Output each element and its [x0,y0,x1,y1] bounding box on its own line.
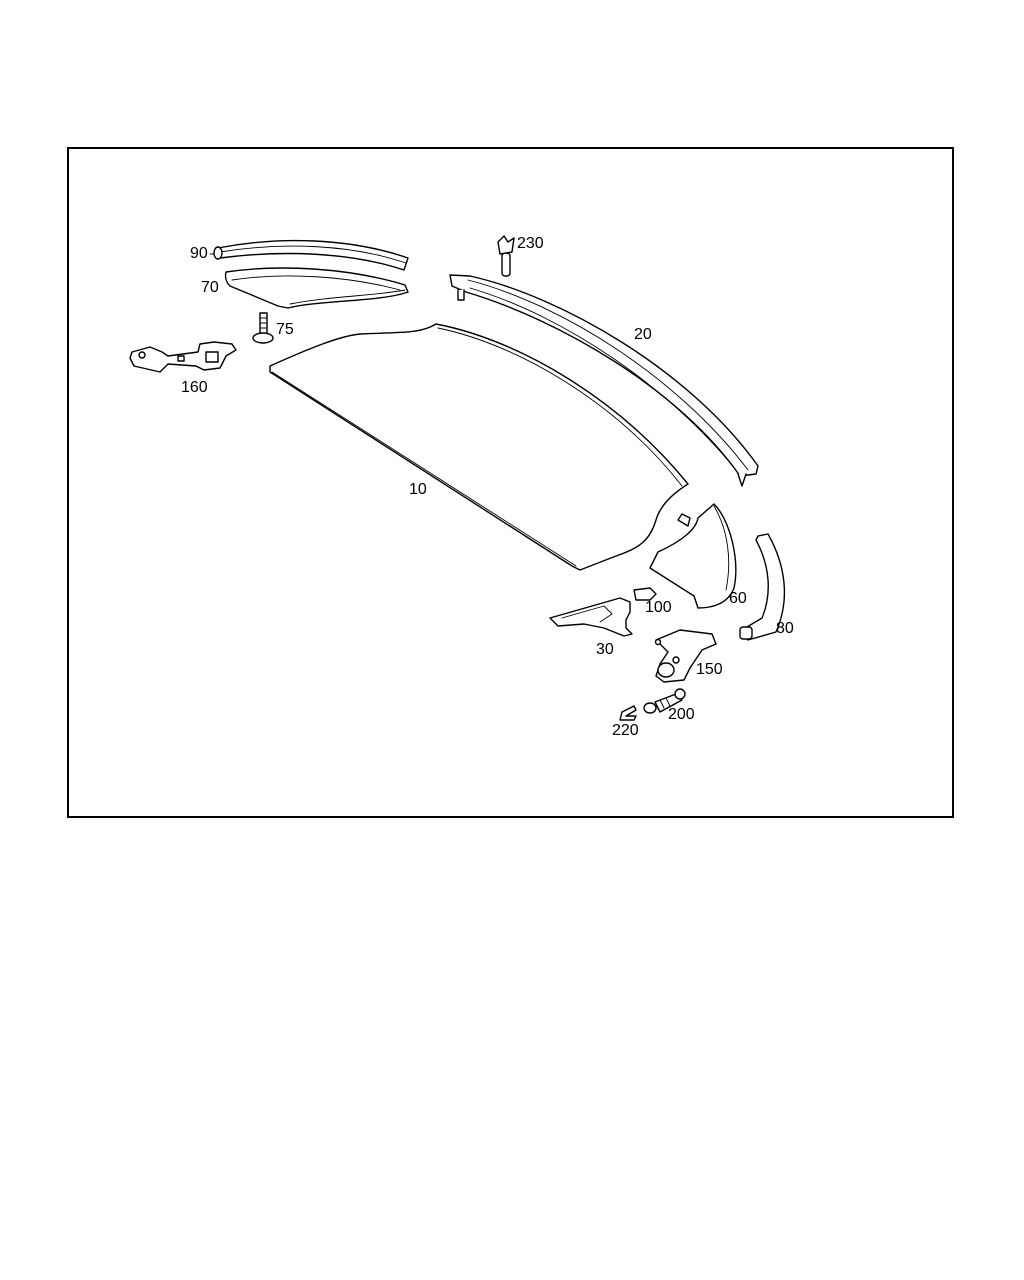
callout-80[interactable]: 80 [776,620,794,637]
callout-90[interactable]: 90 [190,245,208,262]
callout-230[interactable]: 230 [517,235,544,252]
part-80-seal-strip[interactable] [739,533,786,641]
callout-200[interactable]: 200 [668,706,695,723]
part-60-corner-trim[interactable] [649,503,737,609]
callout-20[interactable]: 20 [634,326,652,343]
part-230-push-pin[interactable] [497,235,515,277]
part-75-screw[interactable] [252,312,274,344]
callout-30[interactable]: 30 [596,641,614,658]
part-20-upper-rail[interactable] [449,274,759,487]
part-220-retaining-clip[interactable] [619,705,637,721]
callout-160[interactable]: 160 [181,379,208,396]
callout-220[interactable]: 220 [612,722,639,739]
part-150-bracket[interactable] [654,629,717,683]
part-200-ball-bolt[interactable] [643,688,686,714]
part-70-trim-panel[interactable] [224,267,409,309]
callout-150[interactable]: 150 [696,661,723,678]
part-30-mounting-plate[interactable] [549,597,633,637]
part-100-clip[interactable] [633,587,657,601]
callout-10[interactable]: 10 [409,481,427,498]
callout-100[interactable]: 100 [645,599,672,616]
part-160-bracket[interactable] [129,341,237,373]
part-10-rear-glass[interactable] [269,323,689,571]
callout-70[interactable]: 70 [201,279,219,296]
callout-75[interactable]: 75 [276,321,294,338]
callout-60[interactable]: 60 [729,590,747,607]
diagram-frame [67,147,954,818]
part-90-seal-strip[interactable] [213,239,409,271]
